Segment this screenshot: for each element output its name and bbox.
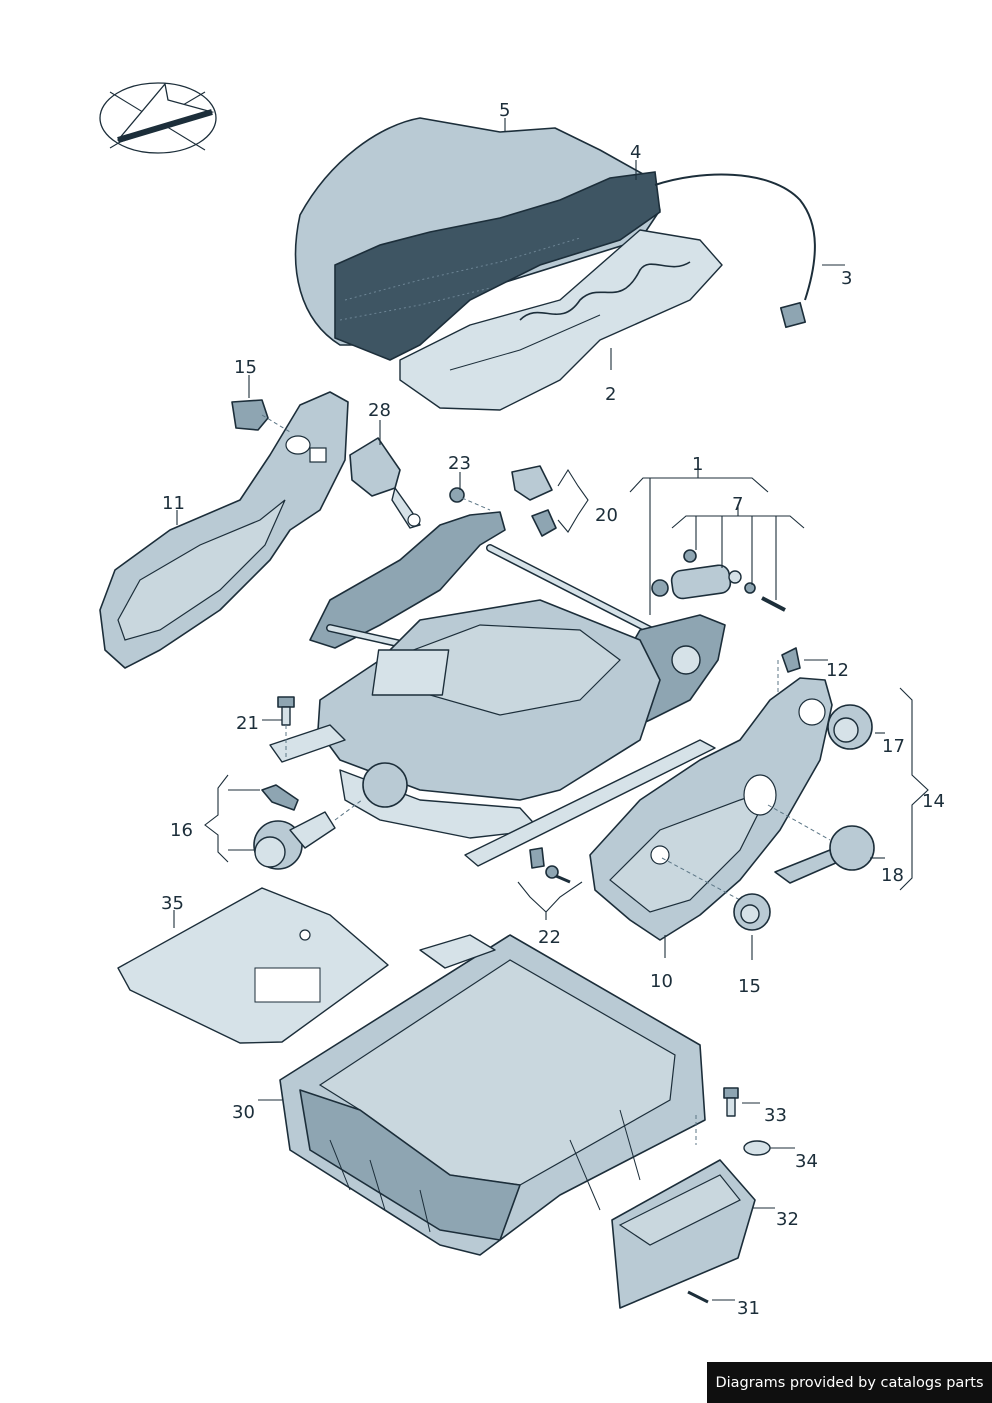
callout-22: 22 <box>538 927 561 948</box>
leader-lines <box>173 118 929 1301</box>
callout-21: 21 <box>236 713 259 734</box>
callout-10: 10 <box>650 971 673 992</box>
attribution-text: Diagrams provided by catalogs parts <box>715 1374 984 1391</box>
callout-20: 20 <box>595 505 618 526</box>
callout-15-top: 15 <box>234 357 257 378</box>
cover-plate-part <box>117 887 389 1044</box>
callout-35: 35 <box>161 893 184 914</box>
callout-18: 18 <box>881 865 904 886</box>
callout-33: 33 <box>764 1105 787 1126</box>
belt-buckle-part <box>349 437 421 529</box>
callout-2: 2 <box>605 384 616 405</box>
callout-34: 34 <box>795 1151 818 1172</box>
bolt-part-left <box>277 696 295 760</box>
callout-30: 30 <box>232 1102 255 1123</box>
bolt-part-center <box>529 847 571 884</box>
callout-7: 7 <box>732 494 743 515</box>
callout-4: 4 <box>630 142 641 163</box>
clip-part-top <box>231 399 291 433</box>
callout-17: 17 <box>882 736 905 757</box>
side-trim-part <box>99 391 349 669</box>
seat-rail-part <box>269 724 716 867</box>
wiring-harness-part <box>654 173 816 329</box>
callout-15-bottom: 15 <box>738 976 761 997</box>
seat-tub-part <box>317 599 661 839</box>
callout-28: 28 <box>368 400 391 421</box>
callout-11: 11 <box>162 493 185 514</box>
callout-32: 32 <box>776 1209 799 1230</box>
side-panel-part <box>589 677 833 941</box>
storage-tray-part <box>611 1159 756 1309</box>
callout-5: 5 <box>499 100 510 121</box>
callout-labels: 5 4 3 2 15 28 11 23 1 20 7 12 21 17 14 1… <box>161 100 945 1319</box>
drawer-housing-part <box>279 934 706 1256</box>
seat-cushion-part <box>294 117 661 361</box>
callout-14: 14 <box>922 791 945 812</box>
callout-31: 31 <box>737 1298 760 1319</box>
bushing-part <box>449 465 557 537</box>
seat-pan-part <box>399 229 723 411</box>
motor-part <box>651 549 786 612</box>
attribution-banner: Diagrams provided by catalogs parts <box>707 1362 992 1403</box>
direction-arrow-icon <box>99 82 217 154</box>
lever-part <box>774 825 875 884</box>
callout-23: 23 <box>448 453 471 474</box>
callout-1: 1 <box>692 454 703 475</box>
screw-parts-right <box>687 1087 771 1304</box>
knob-part-bottom <box>733 893 771 931</box>
callout-3: 3 <box>841 268 852 289</box>
adjuster-knob-part <box>253 762 408 870</box>
callout-12: 12 <box>826 660 849 681</box>
rotary-knob-part <box>827 704 873 750</box>
callout-16: 16 <box>170 820 193 841</box>
